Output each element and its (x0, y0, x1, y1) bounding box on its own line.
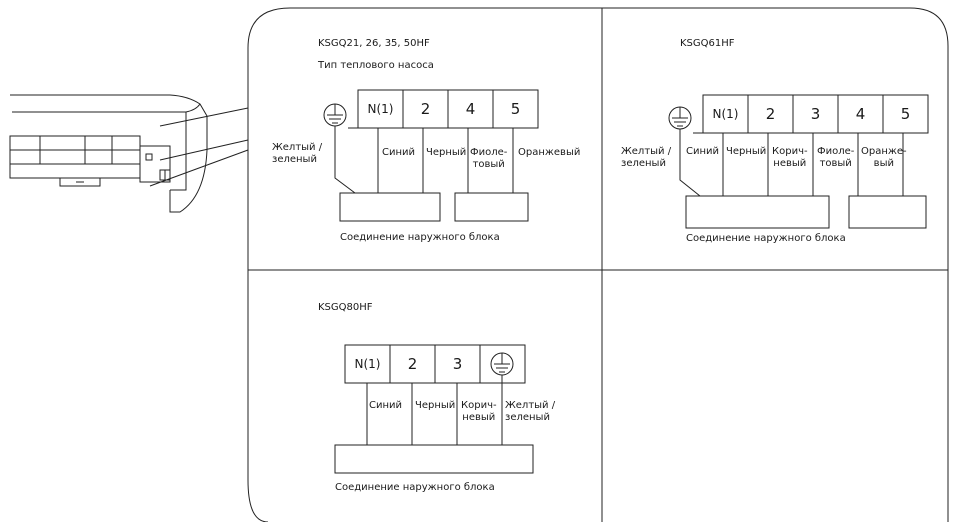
terminal-a-3: 4 (465, 100, 476, 118)
wire-label-violet-b: Фиоле- товый (817, 146, 855, 169)
model-title-b: KSGQ61HF (680, 38, 735, 49)
wire-label-blue-b: Синий (686, 146, 720, 157)
panel-frame (247, 7, 949, 522)
ground-symbol-icon (323, 103, 347, 128)
terminal-a-1: N(1) (367, 102, 394, 116)
model-title-a: KSGQ21, 26, 35, 50HF (318, 38, 430, 49)
wire-label-brown-c: Корич- невый (461, 400, 497, 423)
wire-label-brown-b: Корич- невый (772, 146, 808, 169)
wire-label-black-b: Черный (726, 146, 767, 157)
wire-label-ground-c: Желтый / зеленый (505, 400, 556, 423)
terminal-b-3: 3 (810, 105, 821, 123)
terminal-b-1: N(1) (712, 107, 739, 121)
caption-c: Соединение наружного блока (335, 482, 495, 493)
wire-label-ground-b: Желтый / зеленый (621, 146, 672, 169)
terminal-b-5: 5 (900, 105, 911, 123)
wire-label-black-a: Черный (426, 147, 467, 158)
indoor-unit-illustration (9, 94, 249, 213)
caption-a: Соединение наружного блока (340, 232, 500, 243)
model-title-c: KSGQ80HF (318, 302, 373, 313)
terminal-b-2: 2 (765, 105, 776, 123)
wire-label-violet-a: Фиоле- товый (470, 147, 508, 170)
terminal-c-3: 3 (452, 355, 463, 373)
caption-b: Соединение наружного блока (686, 233, 846, 244)
wire-label-blue-a: Синий (382, 147, 416, 158)
terminal-c-2: 2 (407, 355, 418, 373)
terminal-a-4: 5 (510, 100, 521, 118)
wire-label-ground-a: Желтый / зеленый (272, 142, 323, 165)
wire-label-black-c: Черный (415, 400, 456, 411)
wire-label-blue-c: Синий (369, 400, 403, 411)
terminal-b-4: 4 (855, 105, 866, 123)
wire-label-orange-b: Оранже- вый (861, 146, 907, 169)
ground-symbol-icon (668, 106, 692, 133)
wire-label-orange-a: Оранжевый (518, 147, 581, 158)
terminal-a-2: 2 (420, 100, 431, 118)
terminal-c-1: N(1) (354, 357, 381, 371)
ground-symbol-icon (490, 352, 514, 383)
pump-type-subtitle: Тип теплового насоса (318, 60, 434, 71)
